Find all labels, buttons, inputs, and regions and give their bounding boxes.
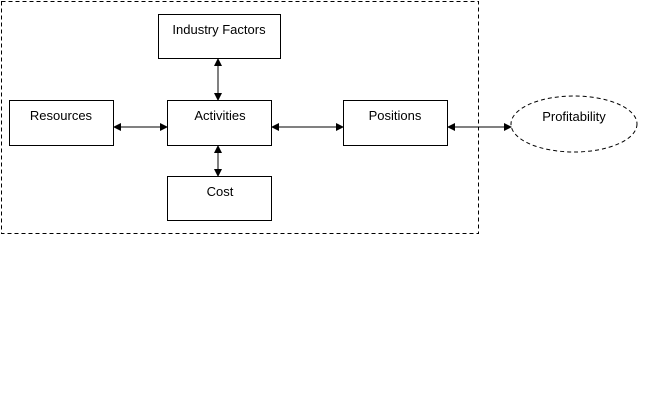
profitability-label: Profitability bbox=[542, 109, 606, 124]
industry-factors-label: Industry Factors bbox=[172, 22, 266, 37]
positions-label: Positions bbox=[369, 108, 422, 123]
firm-boundary bbox=[1, 1, 479, 234]
industry-factors-node: Industry Factors bbox=[158, 14, 281, 59]
resources-node: Resources bbox=[9, 100, 114, 146]
resources-label: Resources bbox=[30, 108, 93, 123]
activities-label: Activities bbox=[194, 108, 246, 123]
positions-node: Positions bbox=[343, 100, 448, 146]
profitability-node: Profitability bbox=[510, 95, 638, 153]
activities-node: Activities bbox=[167, 100, 272, 146]
cost-node: Cost bbox=[167, 176, 272, 221]
cost-label: Cost bbox=[207, 184, 234, 199]
